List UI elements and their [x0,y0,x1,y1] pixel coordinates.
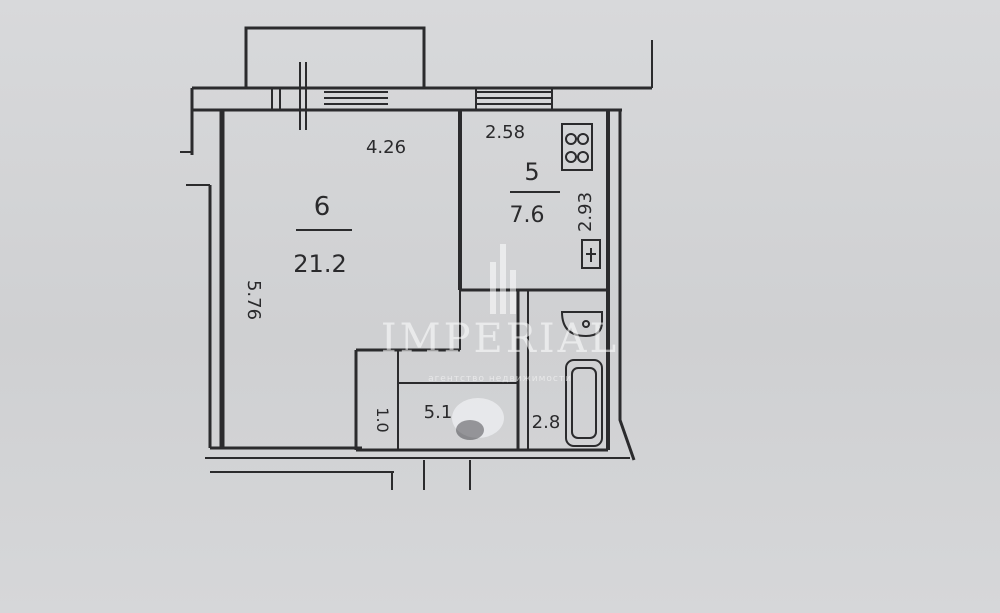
room-number-kitchen: 5 [524,158,539,186]
building-logo-icon [490,244,516,314]
walls [180,40,653,490]
dimension-kitchen-width: 2.58 [485,122,525,143]
stove-icon [561,123,593,171]
room-number-living: 6 [314,192,331,222]
room-area-hall: 5.1 [424,402,453,423]
washbasin-icon [560,311,603,338]
room-area-bathroom: 2.8 [532,412,561,433]
bathtub-icon [565,359,603,447]
windows [271,62,553,490]
room-area-closet: 1.0 [373,407,392,432]
scan-smudge [452,398,504,440]
kitchen-sink-icon [581,239,601,269]
dimension-living-height: 5.76 [243,280,264,320]
room-kitchen: 5 7.6 [510,158,560,228]
dimension-living-width: 4.26 [366,137,406,158]
room-living: 6 21.2 [293,192,352,278]
dimension-kitchen-height: 2.93 [575,192,596,232]
balcony [244,26,426,88]
room-area-living: 21.2 [293,250,346,278]
room-area-kitchen: 7.6 [510,203,545,228]
